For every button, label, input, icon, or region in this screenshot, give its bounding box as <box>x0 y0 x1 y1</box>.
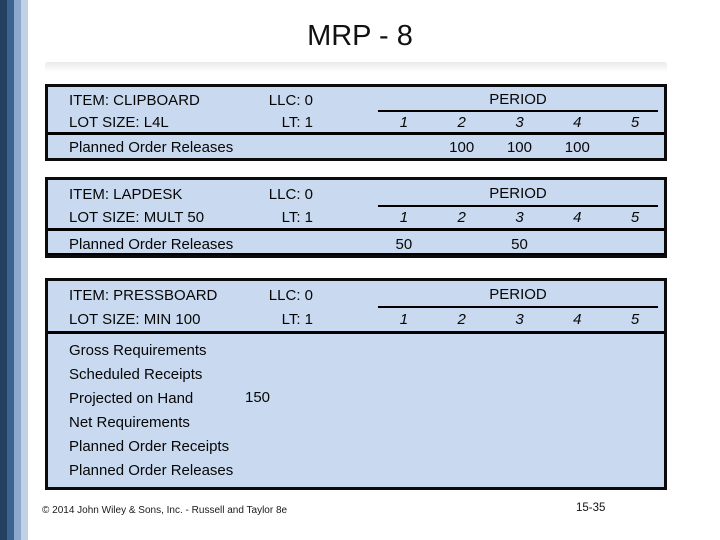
period-header: PERIOD <box>378 283 658 308</box>
edge-stripe-medium <box>7 0 14 540</box>
value-cell: 100 <box>449 138 475 156</box>
period-header-label: PERIOD <box>489 185 547 202</box>
mrp-table-pressboard: ITEM: PRESSBOARD LLC: 0 PERIOD LOT SIZE:… <box>45 278 667 490</box>
left-edge-decoration <box>0 0 28 540</box>
lot-size-label: LOT SIZE: MULT 50 <box>69 209 205 226</box>
table-subheader-row: LOT SIZE: MIN 100 LT: 1 1 2 3 4 5 <box>48 308 664 334</box>
table-row: Planned Order Receipts <box>48 434 664 458</box>
row-label: Planned Order Releases <box>69 461 234 479</box>
period-column-5: 5 <box>630 113 640 131</box>
period-column-1: 1 <box>399 113 409 131</box>
table-row: Planned Order Releases <box>48 458 664 482</box>
edge-stripe-pale <box>21 0 28 540</box>
period-header: PERIOD <box>378 182 658 207</box>
period-column-2: 2 <box>457 113 466 131</box>
period-column-3: 3 <box>515 311 524 328</box>
llc-label: LLC: 0 <box>268 287 313 304</box>
table-row: Net Requirements <box>48 410 664 434</box>
table-header-row: ITEM: CLIPBOARD LLC: 0 PERIOD <box>48 87 664 112</box>
llc-label: LLC: 0 <box>268 186 313 203</box>
period-column-4: 4 <box>573 113 582 131</box>
table-row: Planned Order Releases 50 50 <box>48 236 664 255</box>
content-placeholder-edge <box>45 62 667 72</box>
value-cell: 100 <box>506 138 532 156</box>
table-header-row: ITEM: LAPDESK LLC: 0 PERIOD <box>48 180 664 207</box>
lead-time-label: LT: 1 <box>281 113 313 131</box>
period-column-4: 4 <box>573 209 582 226</box>
item-label: ITEM: LAPDESK <box>69 186 183 203</box>
value-cell: 50 <box>511 236 528 253</box>
lot-size-label: LOT SIZE: L4L <box>69 113 169 131</box>
mrp-table-lapdesk: ITEM: LAPDESK LLC: 0 PERIOD LOT SIZE: MU… <box>45 177 667 258</box>
period-column-2: 2 <box>457 209 466 226</box>
period-header: PERIOD <box>378 89 658 112</box>
slide-number: 15-35 <box>576 502 606 514</box>
period-column-2: 2 <box>457 311 466 328</box>
table-row: Planned Order Releases 100 100 100 <box>48 137 664 157</box>
slide-title: MRP - 8 <box>307 20 413 52</box>
period-column-1: 1 <box>399 311 409 328</box>
edge-stripe-light <box>14 0 21 540</box>
period-column-1: 1 <box>399 209 409 226</box>
item-label: ITEM: CLIPBOARD <box>69 92 200 109</box>
lead-time-label: LT: 1 <box>281 311 313 328</box>
table-row: Projected on Hand 150 <box>48 386 664 410</box>
period-column-3: 3 <box>515 113 524 131</box>
llc-label: LLC: 0 <box>268 92 313 109</box>
table-subheader-row: LOT SIZE: L4L LT: 1 1 2 3 4 5 <box>48 112 664 135</box>
item-label: ITEM: PRESSBOARD <box>69 287 218 304</box>
period-column-4: 4 <box>573 311 582 328</box>
lot-size-label: LOT SIZE: MIN 100 <box>69 311 201 328</box>
row-label: Scheduled Receipts <box>69 365 203 383</box>
period-column-3: 3 <box>515 209 524 226</box>
period-header-label: PERIOD <box>489 91 547 108</box>
edge-stripe-dark <box>0 0 7 540</box>
table-subheader-row: LOT SIZE: MULT 50 LT: 1 1 2 3 4 5 <box>48 207 664 231</box>
value-cell: 100 <box>564 138 590 156</box>
period-header-label: PERIOD <box>489 286 547 303</box>
mrp-table-clipboard: ITEM: CLIPBOARD LLC: 0 PERIOD LOT SIZE: … <box>45 84 667 161</box>
table-row: Scheduled Receipts <box>48 362 664 386</box>
row-label: Gross Requirements <box>69 341 207 359</box>
row-label: Planned Order Releases <box>69 138 234 156</box>
lead-time-label: LT: 1 <box>281 209 313 226</box>
period-column-5: 5 <box>630 209 640 226</box>
row-label: Projected on Hand <box>69 389 194 407</box>
period-column-5: 5 <box>630 311 640 328</box>
row-label: Planned Order Receipts <box>69 437 230 455</box>
table-header-row: ITEM: PRESSBOARD LLC: 0 PERIOD <box>48 281 664 308</box>
row-label: Net Requirements <box>69 413 190 431</box>
initial-on-hand-value: 150 <box>245 389 271 406</box>
footer-copyright: © 2014 John Wiley & Sons, Inc. - Russell… <box>42 505 288 516</box>
value-cell: 50 <box>395 236 413 253</box>
table-row: Gross Requirements <box>48 338 664 362</box>
row-label: Planned Order Releases <box>69 236 234 253</box>
